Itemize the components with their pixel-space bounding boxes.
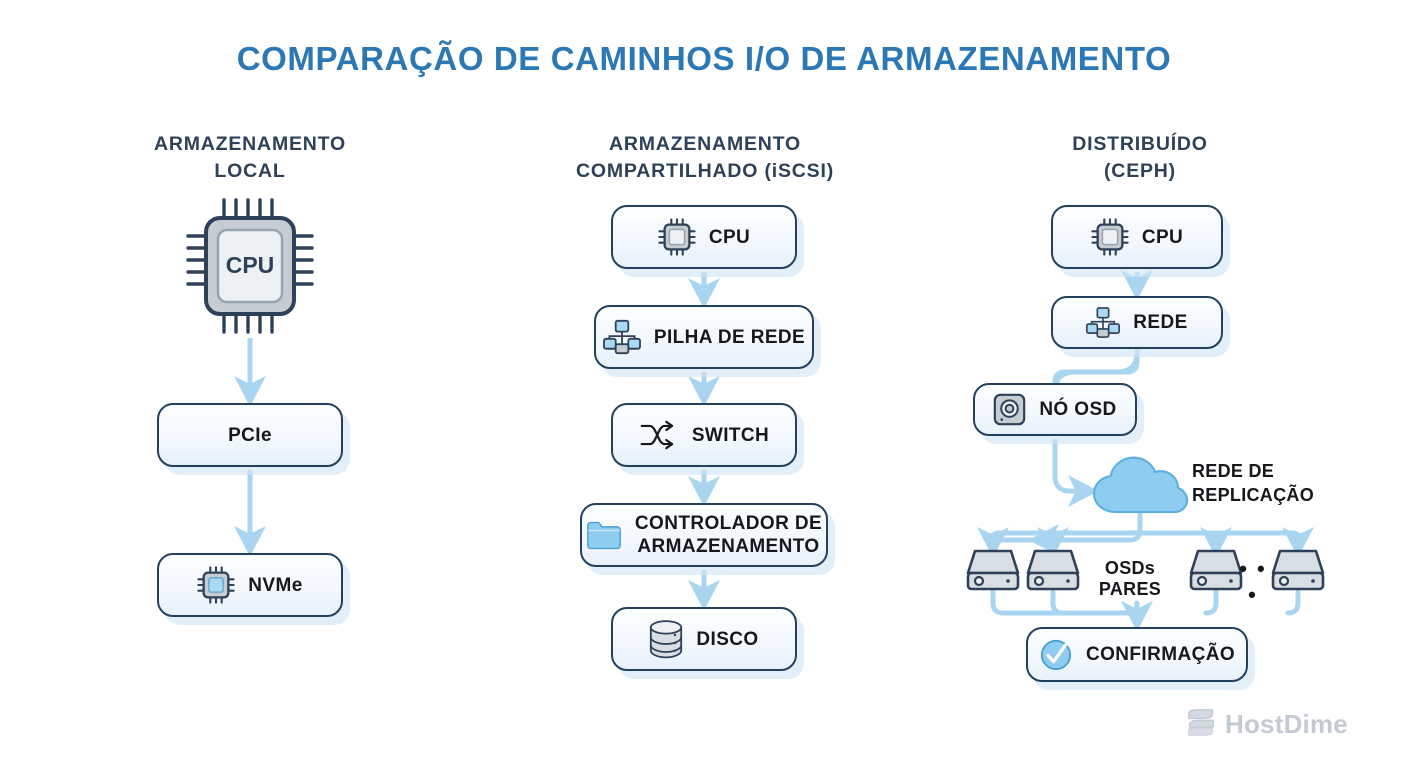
node-nvme-label: NVMe <box>248 574 303 596</box>
check-circle-icon <box>1039 638 1073 672</box>
server-icon <box>1270 548 1326 592</box>
node-network-distributed-label: REDE <box>1133 312 1188 333</box>
server-icon <box>1025 548 1081 592</box>
node-cpu-distributed[interactable]: CPU <box>1051 205 1223 269</box>
cpu-chip-label: CPU <box>226 252 275 278</box>
network-topology-icon <box>602 319 641 355</box>
node-pcie[interactable]: PCIe <box>157 403 343 467</box>
cpu-chip-icon <box>658 218 696 256</box>
node-cpu-distributed-label: CPU <box>1141 226 1184 248</box>
node-switch[interactable]: SWITCH <box>611 403 797 467</box>
node-network-distributed[interactable]: REDE <box>1051 296 1223 349</box>
node-disk[interactable]: DISCO <box>611 607 797 671</box>
hostdime-logo: HostDime <box>1186 708 1348 741</box>
node-confirmation-label: CONFIRMAÇÃO <box>1086 644 1235 665</box>
hostdime-brand-text: HostDime <box>1225 709 1348 739</box>
page-title: COMPARAÇÃO DE CAMINHOS I/O DE ARMAZENAME… <box>236 40 1172 77</box>
server-icon <box>965 548 1021 592</box>
database-cylinder-icon <box>649 619 683 659</box>
node-osd-label: NÓ OSD <box>1039 399 1117 420</box>
folder-icon <box>586 520 622 551</box>
node-disk-label: DISCO <box>696 628 759 650</box>
node-network-stack-label: PILHA DE REDE <box>653 326 806 348</box>
hostdime-logo-icon <box>1186 708 1216 741</box>
node-switch-label: SWITCH <box>691 424 770 446</box>
node-cpu-shared[interactable]: CPU <box>611 205 797 269</box>
node-pcie-label: PCIe <box>228 424 272 446</box>
node-nvme[interactable]: NVMe <box>157 553 343 617</box>
server-icon <box>1188 548 1244 592</box>
osds-ellipsis: • • • <box>1239 556 1267 607</box>
hard-drive-icon <box>993 393 1026 426</box>
node-storage-controller[interactable]: CONTROLADOR DE ARMAZENAMENTO <box>580 503 828 567</box>
shuffle-arrows-icon <box>639 419 679 451</box>
nvme-chip-icon <box>197 566 235 604</box>
node-osd[interactable]: NÓ OSD <box>973 383 1137 436</box>
cpu-chip-icon: CPU <box>186 198 314 334</box>
replication-network-label: REDE DE REPLICAÇÃO <box>1192 461 1315 505</box>
column-heading-local: ARMAZENAMENTO LOCAL <box>153 133 347 182</box>
cloud-icon <box>1090 455 1190 515</box>
network-topology-icon <box>1086 306 1121 339</box>
node-confirmation[interactable]: CONFIRMAÇÃO <box>1026 627 1248 682</box>
cpu-chip-icon <box>1091 218 1129 256</box>
column-heading-shared: ARMAZENAMENTO COMPARTILHADO (iSCSI) <box>575 133 834 182</box>
node-cpu-shared-label: CPU <box>708 226 751 248</box>
column-heading-distributed: DISTRIBUÍDO (CEPH) <box>1072 133 1208 182</box>
node-storage-controller-label: CONTROLADOR DE ARMAZENAMENTO <box>634 513 823 557</box>
node-network-stack[interactable]: PILHA DE REDE <box>594 305 814 369</box>
osds-peers-label: OSDs PARES <box>1098 558 1162 599</box>
